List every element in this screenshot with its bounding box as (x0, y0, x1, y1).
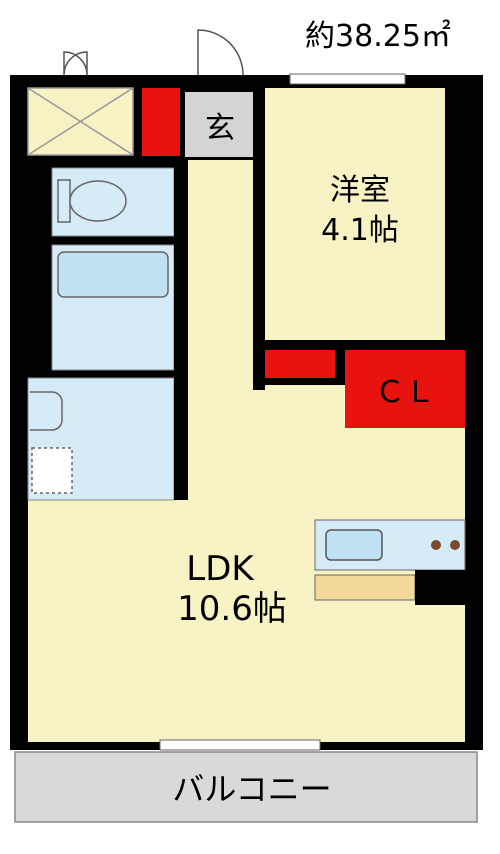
closet-label: ＣＬ (375, 375, 435, 410)
bathtub-icon (57, 251, 169, 298)
stove-burner-icon (450, 540, 460, 550)
entrance-label: 玄 (205, 111, 235, 146)
kitchen-sink-icon (325, 529, 383, 561)
western-room-window (289, 73, 406, 85)
hall-floor (188, 160, 253, 390)
toilet-tank (57, 179, 71, 223)
western-room-floor (265, 88, 445, 340)
shoe-storage-cross (27, 87, 134, 156)
balcony (14, 751, 478, 823)
balcony-window (159, 739, 321, 751)
toilet-bowl-icon (69, 180, 127, 222)
entrance-storage (142, 88, 180, 156)
area-label: 約38.25㎡ (305, 19, 451, 54)
storage-door (63, 51, 88, 76)
closet (345, 350, 465, 428)
ldk-size: 10.6帖 (177, 589, 287, 629)
kitchen-wall (415, 570, 465, 605)
western-room-name: 洋室 (330, 173, 390, 208)
partition-wall (253, 88, 265, 390)
western-room-size: 4.1帖 (321, 213, 399, 248)
balcony-label: バルコニー (172, 770, 331, 808)
small-storage (265, 350, 335, 378)
entrance-floor (185, 92, 255, 157)
ldk-name: LDK (186, 549, 255, 589)
wash-basin-icon (30, 391, 63, 431)
washing-machine-icon (31, 447, 73, 494)
entrance-door (197, 29, 244, 76)
partition-wall (174, 160, 188, 500)
kitchen-counter (314, 574, 416, 601)
stove-burner-icon (431, 540, 441, 550)
